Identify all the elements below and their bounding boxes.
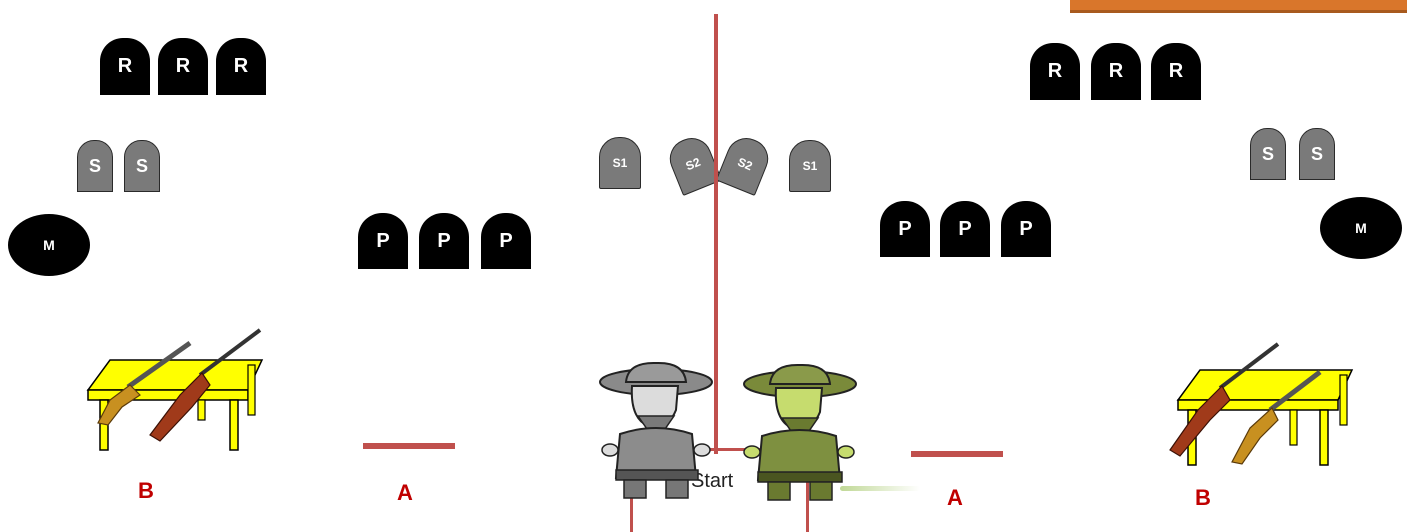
p-target-left-2: P (419, 213, 469, 269)
s2-target-right: S2 (715, 132, 775, 196)
r-target-right-3: R (1151, 43, 1201, 100)
r-target-left-1: R (100, 38, 150, 95)
bay-b-left-label: B (138, 478, 154, 503)
bay-a-left-label: A (397, 480, 413, 505)
green-streak (840, 486, 920, 491)
orange-banner (1070, 0, 1407, 13)
p-target-right-1: P (880, 201, 930, 257)
gun-table-icon (1169, 342, 1354, 466)
s-target-left-1: S (77, 140, 113, 192)
cowboy-gray-icon (599, 361, 713, 499)
cowboy-green-icon (743, 363, 857, 501)
gun-table-icon (86, 328, 264, 451)
p-target-left-3: P (481, 213, 531, 269)
p-target-right-3: P (1001, 201, 1051, 257)
r-target-right-2: R (1091, 43, 1141, 100)
rifle-icon (1169, 342, 1280, 457)
center-divider-line (714, 14, 718, 454)
bay-b-right-label: B (1195, 485, 1211, 510)
s-target-right-2: S (1299, 128, 1335, 180)
start-box-right (806, 448, 809, 532)
s1-target-right: S1 (789, 140, 831, 192)
bay-a-right-label: A (947, 485, 963, 510)
bay-a-left-line (363, 443, 455, 449)
r-target-right-1: R (1030, 43, 1080, 100)
start-label: Start (691, 470, 734, 492)
s1-target-left: S1 (599, 137, 641, 189)
shotgun-icon (1231, 370, 1322, 465)
m-target-right: M (1320, 197, 1402, 259)
r-target-left-3: R (216, 38, 266, 95)
s-target-right-1: S (1250, 128, 1286, 180)
r-target-left-2: R (158, 38, 208, 95)
s-target-left-2: S (124, 140, 160, 192)
bay-a-right-line (911, 451, 1003, 457)
p-target-right-2: P (940, 201, 990, 257)
p-target-left-1: P (358, 213, 408, 269)
m-target-left: M (8, 214, 90, 276)
shotgun-icon (97, 340, 192, 426)
rifle-icon (149, 328, 262, 442)
